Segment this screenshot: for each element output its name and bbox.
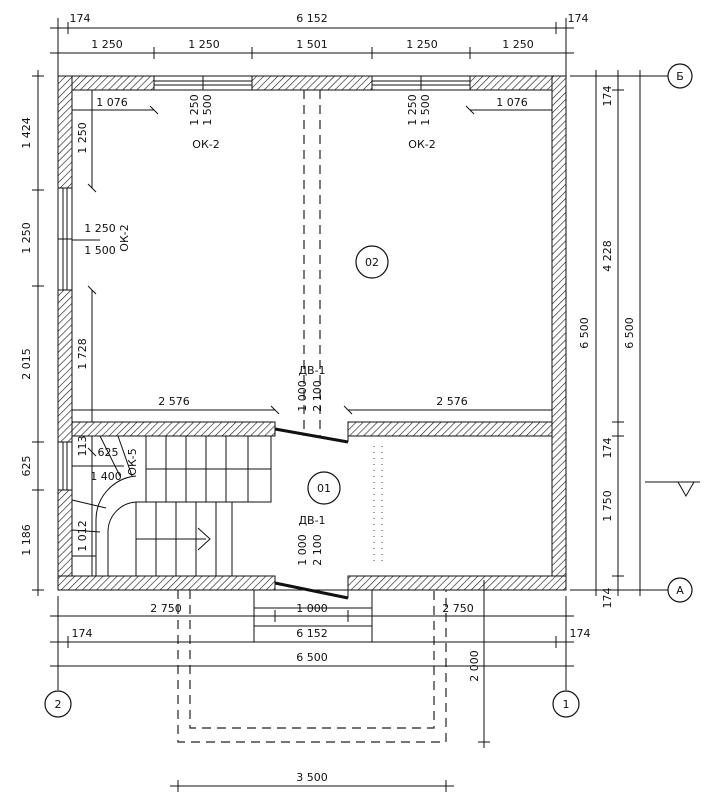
axis-marker-left (44, 690, 72, 718)
bottom-inner-dim: 6 152 (296, 627, 328, 640)
axis-label-top: Б (676, 70, 684, 83)
axis-label-bottom: А (676, 584, 684, 597)
top-seg-2: 1 250 (188, 38, 220, 51)
stair-window-gap: 1 012 (76, 520, 89, 552)
axis-label-left: 2 (55, 698, 62, 711)
axis-marker-bottom (667, 577, 693, 603)
bottom-overall-dim: 6 500 (296, 651, 328, 664)
room-number-upper: 02 (365, 256, 379, 269)
top-offset-left: 174 (70, 12, 91, 25)
door-inner-height: 2 100 (311, 380, 324, 412)
bottom-dim-left: 2 750 (150, 602, 182, 615)
right-inner-dim-1: 174 (601, 86, 614, 107)
left-window-offset: 1 250 (76, 122, 89, 154)
top-right-window-height: 1 500 (419, 94, 432, 126)
bottom-dim-center: 1 000 (296, 602, 328, 615)
top-dimensions (50, 18, 574, 76)
left-window-height: 1 500 (84, 244, 116, 257)
door-inner (274, 422, 349, 444)
right-mid-dim: 6 500 (578, 317, 591, 349)
top-left-window-offset: 1 076 (96, 96, 128, 109)
bottom-dimensions (50, 580, 574, 792)
porch-depth-dim: 2 000 (468, 650, 481, 682)
door-outer-height: 2 100 (311, 534, 324, 566)
stair-window-width: 625 (98, 446, 119, 459)
top-right-window-width: 1 250 (406, 94, 419, 126)
left-dim-5: 1 186 (20, 524, 33, 556)
left-window-width: 1 250 (84, 222, 116, 235)
right-inner-dim-3: 174 (601, 438, 614, 459)
door-outer-width: 1 000 (296, 534, 309, 566)
top-overall-dim: 6 152 (296, 12, 328, 25)
porch-width-dim: 3 500 (296, 771, 328, 784)
door-outer-mark: ДВ-1 (298, 514, 325, 527)
right-inner-dim-2: 4 228 (601, 240, 614, 272)
bottom-offset-right: 174 (570, 627, 591, 640)
left-dim-3: 2 015 (20, 348, 33, 380)
bottom-dim-right: 2 750 (442, 602, 474, 615)
window-top-right (371, 75, 471, 91)
top-left-window-width: 1 250 (188, 94, 201, 126)
window-left (57, 187, 73, 291)
right-inner-dim-4: 1 750 (601, 490, 614, 522)
top-left-window-height: 1 500 (201, 94, 214, 126)
left-dim-1: 1 424 (20, 117, 33, 149)
partition-dim-left: 2 576 (158, 395, 190, 408)
stair-window-mark: ОК-5 (126, 448, 139, 475)
bottom-offset-left: 174 (72, 627, 93, 640)
top-seg-3: 1 501 (296, 38, 328, 51)
left-window-mark: ОК-2 (118, 224, 131, 251)
axis-marker-right (552, 690, 580, 718)
top-seg-1: 1 250 (91, 38, 123, 51)
door-inner-mark: ДВ-1 (298, 364, 325, 377)
window-stair (57, 441, 73, 491)
top-offset-right: 174 (568, 12, 589, 25)
top-left-window-mark: ОК-2 (192, 138, 219, 151)
stair-window-height: 1 400 (90, 470, 122, 483)
window-top-left (153, 75, 253, 91)
level-mark (645, 481, 700, 498)
right-dimensions (570, 70, 662, 596)
axis-label-right: 1 (563, 698, 570, 711)
porch-outline-inner (189, 590, 435, 729)
top-right-window-mark: ОК-2 (408, 138, 435, 151)
top-seg-4: 1 250 (406, 38, 438, 51)
axis-marker-top (667, 63, 693, 89)
top-seg-5: 1 250 (502, 38, 534, 51)
right-outer-dim: 6 500 (623, 317, 636, 349)
left-dim-2: 1 250 (20, 222, 33, 254)
walls (57, 75, 567, 591)
door-outer (274, 576, 349, 600)
partition-dim-right: 2 576 (436, 395, 468, 408)
left-dimensions (32, 70, 44, 596)
stair-window-offset: 113 (76, 436, 89, 457)
room-marker-upper (355, 245, 389, 279)
top-right-window-offset: 1 076 (496, 96, 528, 109)
interior-dims (72, 90, 552, 576)
room-number-lower: 01 (317, 482, 331, 495)
left-window-gap: 1 728 (76, 338, 89, 370)
left-dim-4: 625 (20, 456, 33, 477)
room-marker-lower (307, 471, 341, 505)
right-inner-dim-5: 174 (601, 588, 614, 609)
door-inner-width: 1 000 (296, 380, 309, 412)
stair (71, 435, 272, 577)
